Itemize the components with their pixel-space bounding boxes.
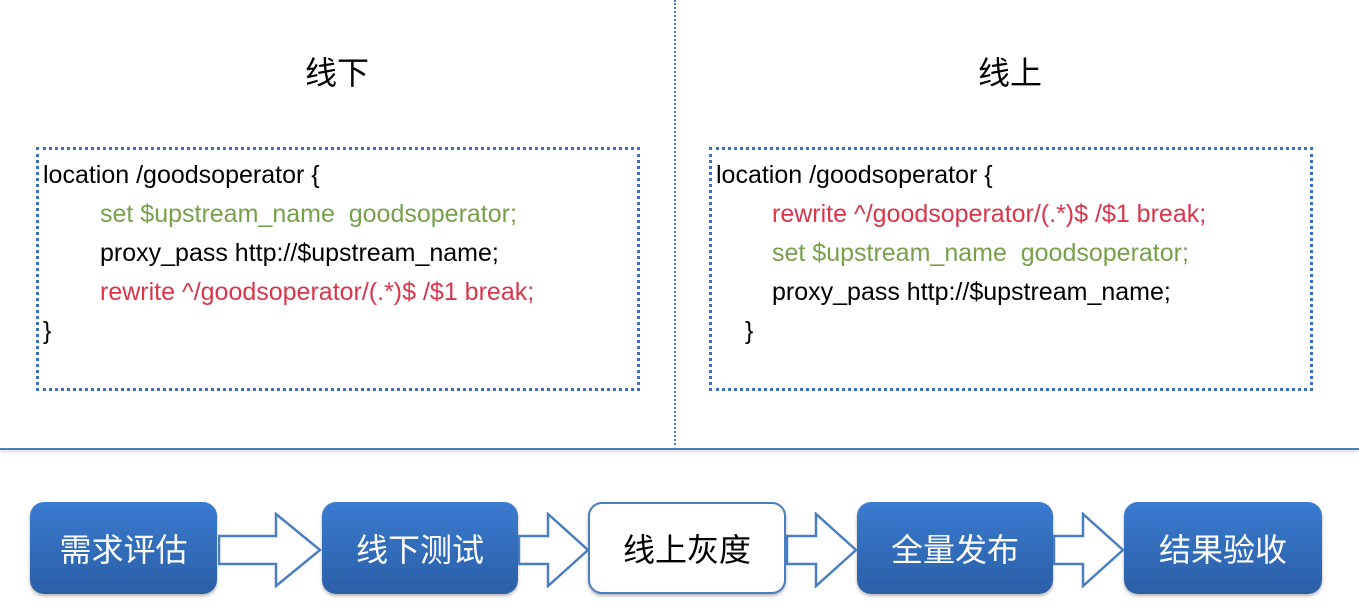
- code-line: rewrite ^/goodsoperator/(.*)$ /$1 break;: [772, 200, 1207, 228]
- arrow-right-icon: [218, 512, 322, 588]
- flow-step-result-acceptance: 结果验收: [1124, 502, 1322, 594]
- horizontal-divider: [0, 448, 1359, 450]
- code-line: proxy_pass http://$upstream_name;: [772, 278, 1171, 306]
- arrow-right-icon: [1053, 512, 1125, 588]
- code-line: set $upstream_name goodsoperator;: [100, 200, 517, 228]
- code-line: location /goodsoperator {: [43, 161, 320, 189]
- code-line: set $upstream_name goodsoperator;: [772, 239, 1189, 267]
- flow-step-requirement-evaluation: 需求评估: [30, 502, 217, 594]
- offline-title: 线下: [304, 55, 369, 91]
- code-line: }: [43, 317, 52, 345]
- arrow-right-icon: [786, 512, 858, 588]
- flow-step-online-gray: 线上灰度: [588, 502, 786, 594]
- code-line: }: [745, 317, 754, 345]
- vertical-divider: [674, 0, 676, 445]
- arrow-right-icon: [518, 512, 590, 588]
- code-line: proxy_pass http://$upstream_name;: [100, 239, 499, 267]
- flow-step-offline-test: 线下测试: [322, 502, 518, 594]
- online-code-box: [709, 147, 1313, 391]
- code-line: location /goodsoperator {: [716, 161, 993, 189]
- flow-step-full-release: 全量发布: [857, 502, 1053, 594]
- offline-code-box: [36, 147, 640, 391]
- online-title: 线上: [977, 55, 1042, 91]
- code-line: rewrite ^/goodsoperator/(.*)$ /$1 break;: [100, 278, 535, 306]
